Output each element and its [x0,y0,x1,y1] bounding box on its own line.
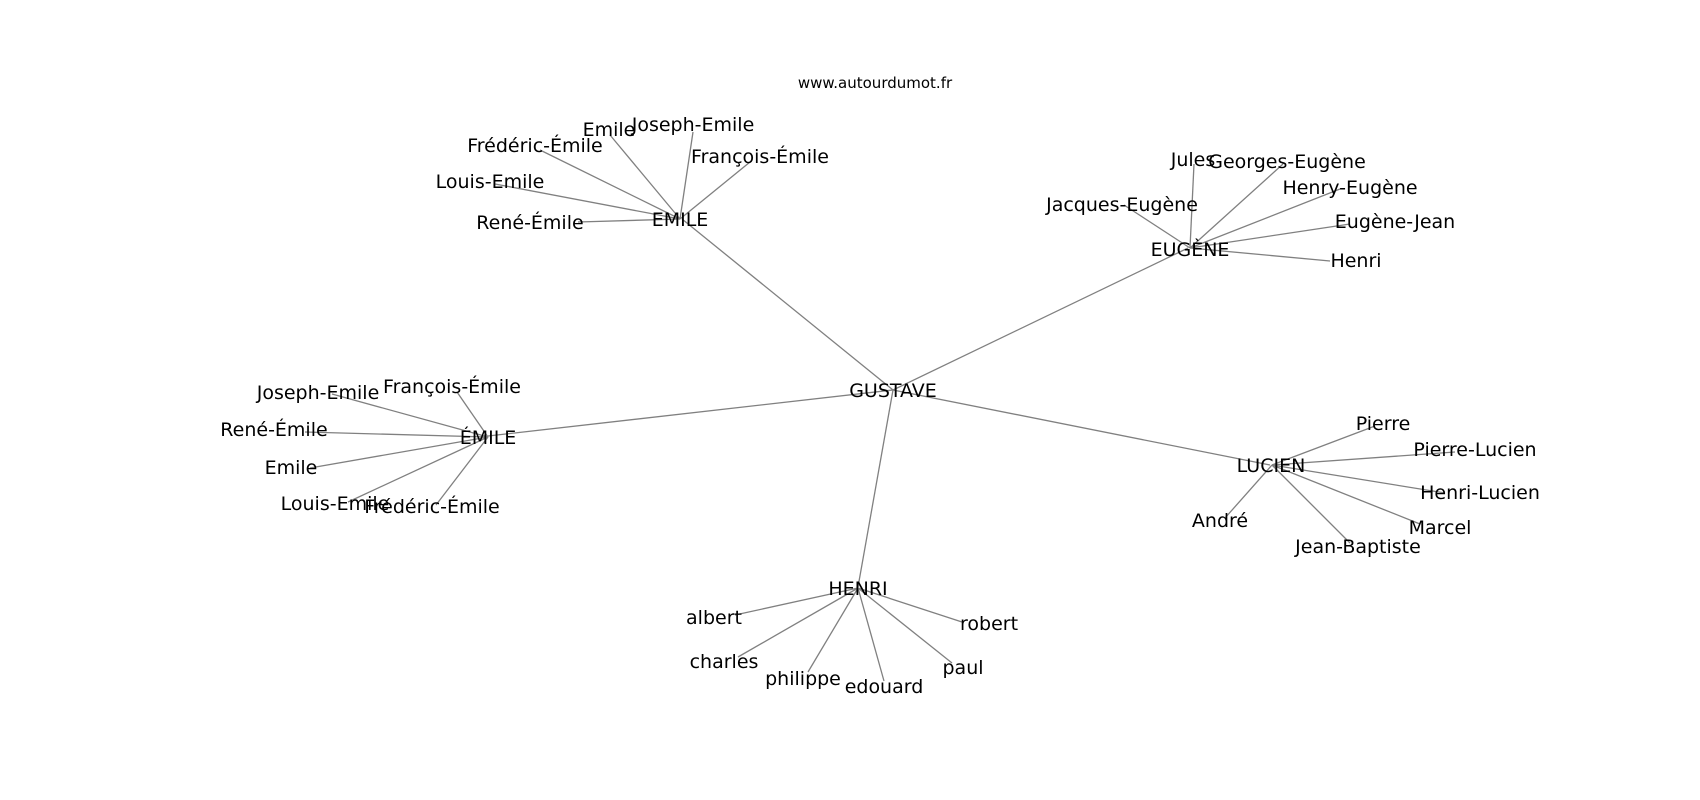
child-label: Joseph-Emile [256,382,380,404]
cluster-emile: EMILE Emile Joseph-Emile François-Émile … [436,114,829,234]
edge-root-c4 [857,389,894,588]
child-label: philippe [765,668,841,690]
child-label: François-Émile [691,145,829,168]
edge [456,391,489,438]
child-label: Henri [1330,250,1381,272]
hub-label: EMILE [652,209,709,231]
edge [1123,204,1191,249]
child-label: Louis-Emile [281,493,390,515]
edge [807,587,859,673]
cluster-emile-accent: ÉMILE François-Émile Joseph-Emile René-É… [220,375,521,518]
edge [1189,247,1331,262]
edge [857,587,885,682]
child-label: Joseph-Emile [631,114,755,136]
child-label: paul [942,657,983,679]
edge [304,431,489,438]
hub-label: EUGÈNE [1151,238,1230,261]
edge [1189,163,1195,249]
child-label: albert [686,607,742,629]
edge [1271,464,1351,544]
child-label: edouard [845,676,924,698]
edge [1224,464,1273,519]
child-label: Frédéric-Émile [364,495,500,518]
hub-edges [487,218,1271,588]
edge [1271,464,1421,525]
edge [1271,464,1446,494]
cluster-eugene: EUGÈNE Jules Georges-Eugène Henry-Eugène… [1045,149,1455,272]
child-label: Jean-Baptiste [1294,536,1421,558]
edge [1271,451,1456,466]
child-label: Henri-Lucien [1420,482,1540,504]
edge [309,436,489,469]
child-label: Emile [265,457,318,479]
edge-root-c3 [892,389,1271,466]
hub-label: LUCIEN [1237,455,1306,477]
edge [331,393,489,438]
edge [734,587,859,616]
child-label: Pierre-Lucien [1413,439,1536,461]
edge [609,134,681,220]
cluster-henri: HENRI albert charles philippe edouard pa… [686,578,1018,698]
edge [679,161,751,220]
edge-root-c2 [487,389,894,437]
child-label: René-Émile [476,211,583,234]
edge [1189,223,1351,249]
root-label: GUSTAVE [849,380,937,402]
edge [435,436,489,506]
child-label: Frédéric-Émile [467,134,603,157]
edge [539,149,681,220]
child-label: André [1192,510,1248,532]
edge [1271,425,1376,466]
hub-label: HENRI [828,578,887,600]
edge-root-c0 [681,218,894,391]
child-label: Eugène-Jean [1335,211,1455,233]
hub-label: ÉMILE [460,426,517,449]
child-label: Henry-Eugène [1282,177,1417,199]
child-label: Louis-Emile [436,171,545,193]
child-label: Jacques-Eugène [1045,194,1198,216]
child-label: Pierre [1356,413,1411,435]
edge-root-c1 [892,247,1189,391]
child-label: Georges-Eugène [1208,151,1366,173]
site-label: www.autourdumot.fr [798,74,953,92]
edge [577,218,681,223]
child-label: François-Émile [383,375,521,398]
edge [857,587,963,623]
edge [494,183,681,220]
edge [857,587,953,664]
edge [1189,163,1284,249]
child-label: Jules [1170,149,1216,171]
child-label: René-Émile [220,418,327,441]
edge [1189,188,1341,249]
edge [347,436,489,503]
edge [737,587,859,658]
child-label: Emile [583,119,636,141]
child-label: charles [690,651,759,673]
child-label: robert [960,613,1018,635]
cluster-lucien: LUCIEN Pierre Pierre-Lucien Henri-Lucien… [1192,413,1540,558]
edge [679,131,694,220]
child-label: Marcel [1409,517,1472,539]
